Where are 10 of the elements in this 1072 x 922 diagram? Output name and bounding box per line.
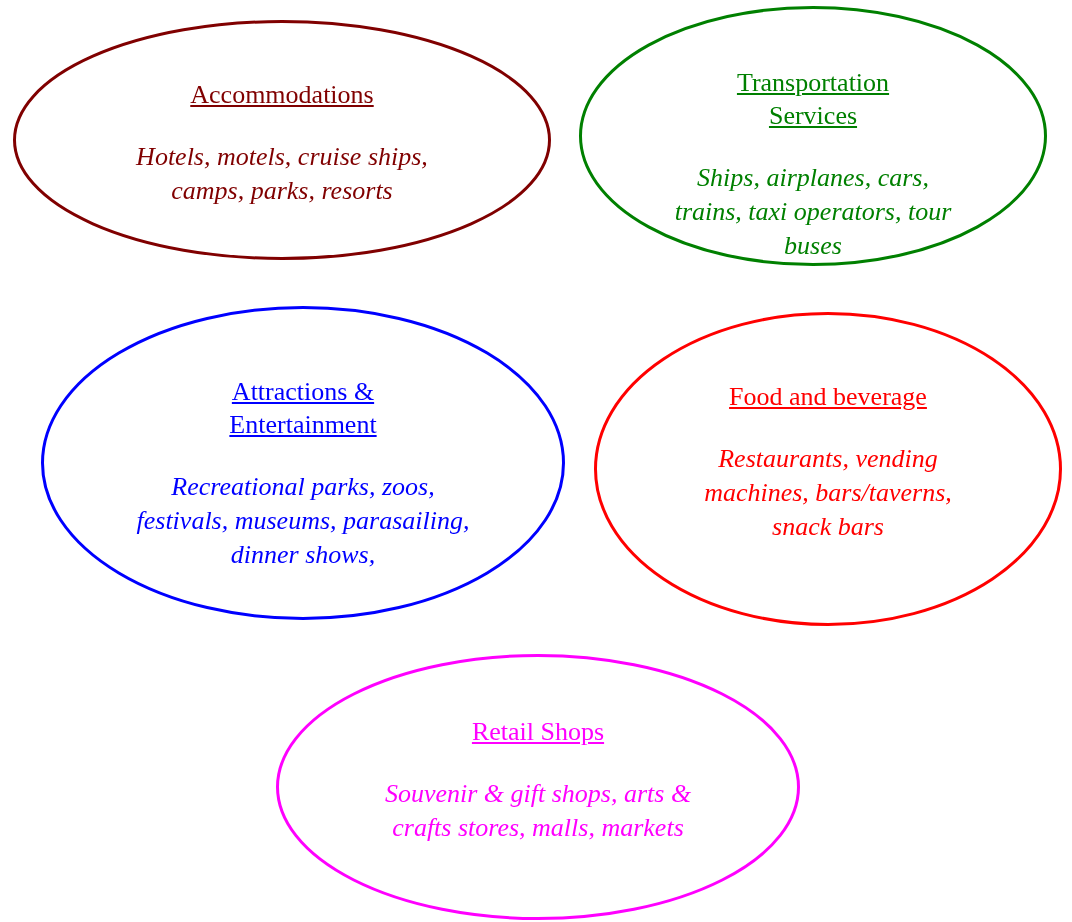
category-heading: Food and beverage (729, 381, 927, 413)
category-description: Hotels, motels, cruise ships, camps, parks, resorts (134, 141, 429, 207)
category-description: Ships, airplanes, cars, trains, taxi operators, tour buses (673, 162, 953, 262)
category-heading: Accommodations (190, 79, 374, 111)
category-description: Recreational parks, zoos, festivals, museums, parasailing, dinner shows, (135, 471, 471, 571)
category-heading: Transportation Services (735, 67, 891, 132)
category-description: Souvenir & gift shops, arts & crafts stores, malls, markets (383, 778, 693, 844)
category-heading: Attractions & Entertainment (228, 376, 378, 441)
category-description: Restaurants, vending machines, bars/taverns, snack bars (703, 443, 953, 543)
category-heading: Retail Shops (471, 716, 605, 748)
